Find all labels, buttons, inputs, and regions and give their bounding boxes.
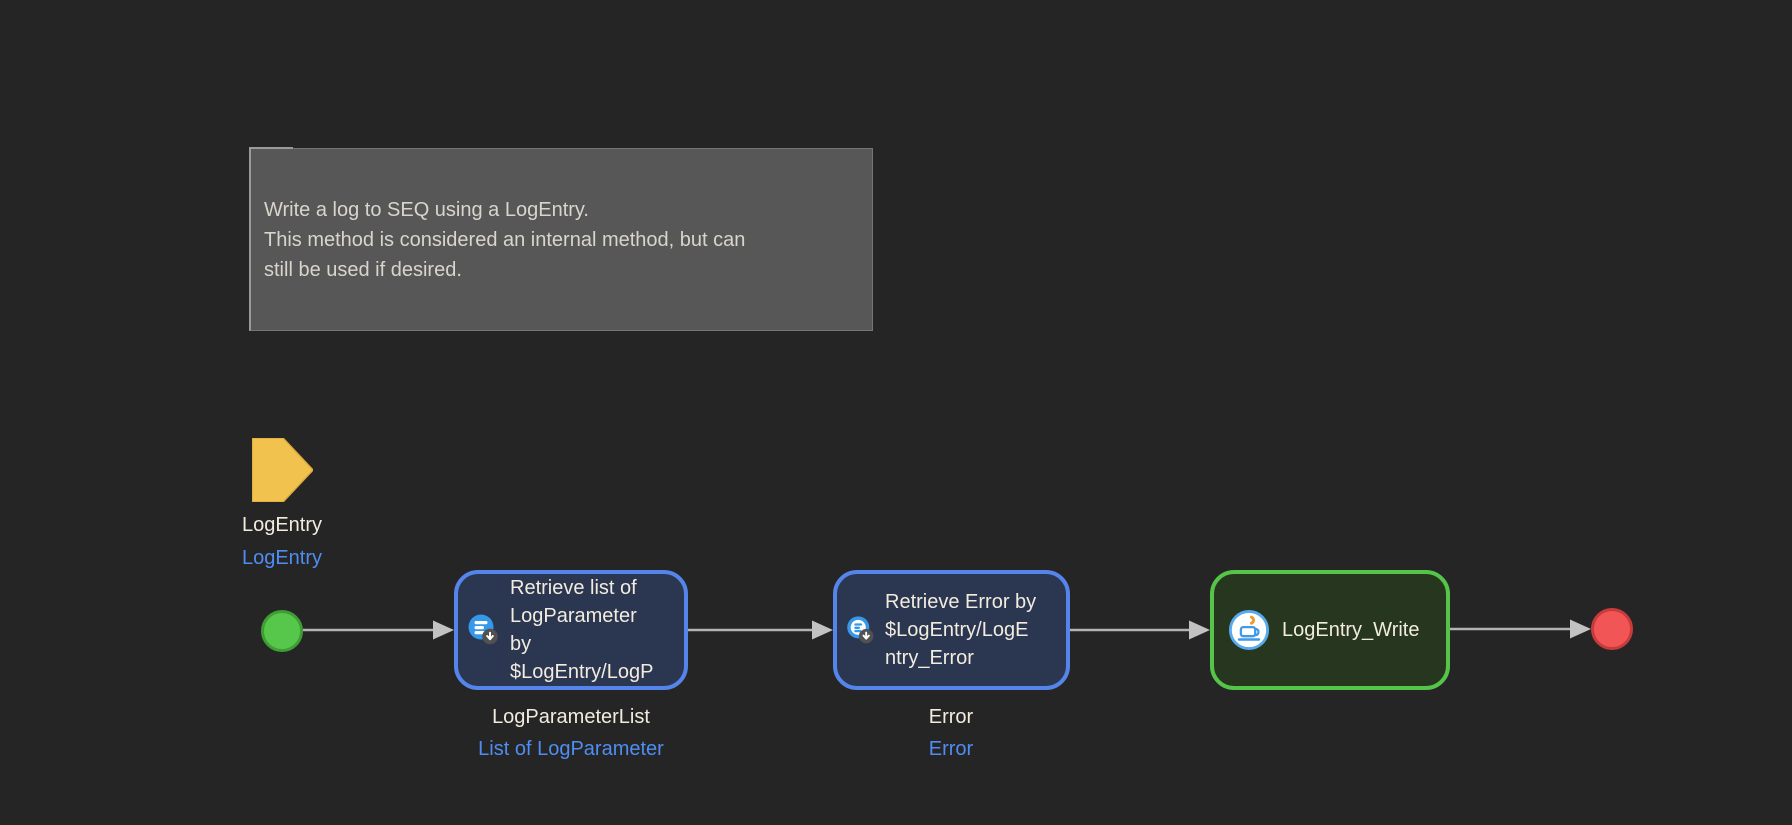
connector-node2-to-node3[interactable] — [1070, 620, 1210, 640]
node-title: LogEntry_Write — [1282, 619, 1420, 641]
arrowhead-icon — [812, 620, 833, 640]
node-title: Retrieve Error by $LogEntry/LogE ntry_Er… — [885, 591, 1037, 669]
connector-node1-to-node2[interactable] — [688, 620, 833, 640]
retrieve-item-icon — [845, 615, 875, 645]
node-logentry-write[interactable]: LogEntry_Write — [1210, 570, 1450, 690]
parameter-name: LogEntry — [241, 514, 323, 536]
connector-node3-to-end[interactable] — [1450, 619, 1591, 639]
node2-output-name: Error — [928, 706, 974, 728]
node1-output-type-link[interactable]: List of LogParameter — [478, 738, 664, 760]
input-parameter-marker[interactable] — [251, 437, 315, 503]
node1-output-name: LogParameterList — [492, 706, 650, 728]
node-retrieve-error[interactable]: Retrieve Error by $LogEntry/LogE ntry_Er… — [833, 570, 1070, 690]
comment-line: Write a log to SEQ using a LogEntry. — [264, 198, 589, 221]
start-node[interactable] — [261, 610, 303, 652]
parameter-type-link[interactable]: LogEntry — [241, 547, 323, 569]
parameter-flag-icon — [251, 437, 315, 503]
comment-box[interactable]: Write a log to SEQ using a LogEntry. Thi… — [249, 147, 873, 331]
node-retrieve-logparameter-list[interactable]: Retrieve list of LogParameter by $LogEnt… — [454, 570, 688, 690]
arrowhead-icon — [1189, 620, 1210, 640]
comment-line: This method is considered an internal me… — [264, 228, 746, 251]
arrowhead-icon — [433, 620, 454, 640]
coffee-cup-icon — [1228, 609, 1270, 651]
retrieve-list-icon — [466, 613, 500, 647]
node2-output-type-link[interactable]: Error — [928, 738, 974, 760]
arrowhead-icon — [1570, 619, 1591, 639]
comment-line: still be used if desired. — [264, 258, 462, 281]
connector-start-to-node1[interactable] — [303, 620, 454, 640]
end-node[interactable] — [1591, 608, 1633, 650]
node-title: Retrieve list of LogParameter by $LogEnt… — [510, 577, 654, 683]
